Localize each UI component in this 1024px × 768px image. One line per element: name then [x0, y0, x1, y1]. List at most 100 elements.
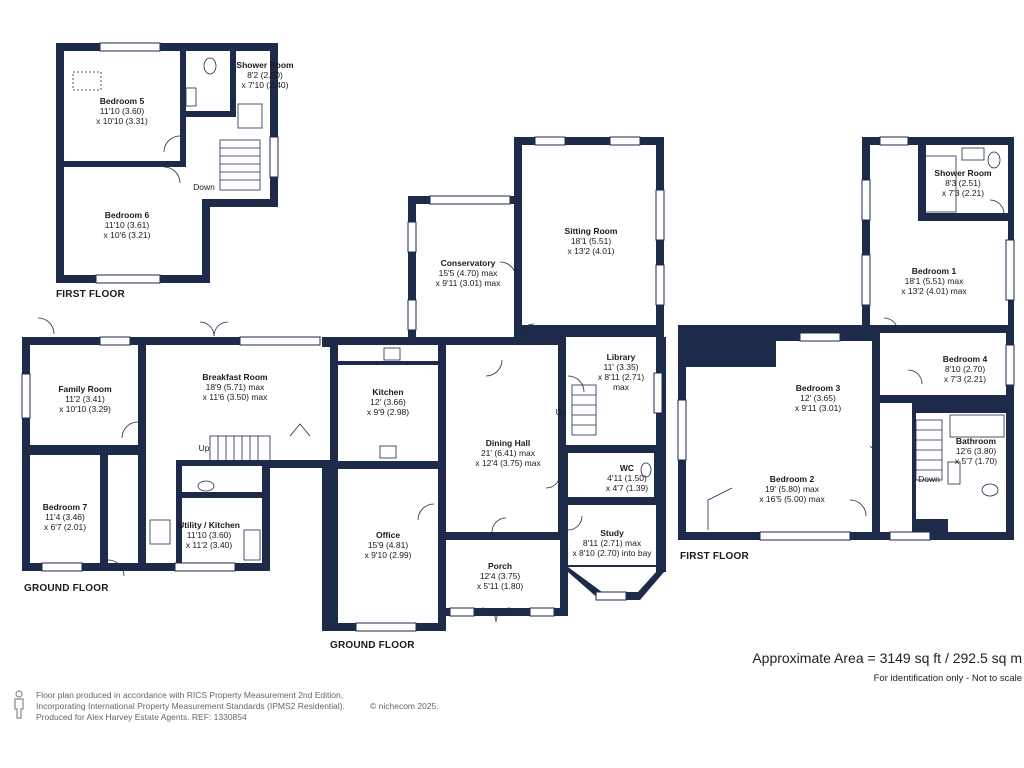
room-name: Bedroom 2 [769, 474, 815, 484]
room-label-library: Library 11' (3.35) x 8'11 (2.71) max [588, 352, 654, 392]
room-label-shower-room-right: Shower Room 8'3 (2.51) x 7'3 (2.21) [926, 168, 1000, 198]
room-name: Shower Room [934, 168, 992, 178]
ground-floor-center-plan [322, 136, 666, 632]
footer-line-2: Incorporating International Property Mea… [36, 701, 345, 711]
room-name: Bedroom 7 [42, 502, 88, 512]
room-name: WC [619, 463, 635, 473]
floor-label-ground-floor-center: GROUND FLOOR [330, 640, 415, 651]
room-label-bedroom6: Bedroom 6 11'10 (3.61) x 10'6 (3.21) [82, 210, 172, 240]
room-label-kitchen: Kitchen 12' (3.66) x 9'9 (2.98) [350, 387, 426, 417]
room-dim-1: 4'11 (1.50) [607, 473, 647, 483]
room-dim-2: x 7'10 (2.40) [241, 80, 289, 90]
stair-text: Down [918, 474, 940, 484]
room-dim-2: x 13'2 (4.01) max [901, 286, 967, 296]
stair-label-down-left: Down [190, 182, 218, 192]
room-name: Porch [487, 561, 513, 571]
room-dim-2: x 7'3 (2.21) [943, 374, 987, 384]
room-label-breakfast-room: Breakfast Room 18'9 (5.71) max x 11'6 (3… [180, 372, 290, 402]
room-name: Bedroom 3 [795, 383, 841, 393]
room-dim-2: x 6'7 (2.01) [43, 522, 87, 532]
room-name: Office [375, 530, 401, 540]
room-label-bedroom7: Bedroom 7 11'4 (3.46) x 6'7 (2.01) [30, 502, 100, 532]
room-label-utility-kitchen: Utility / Kitchen 11'10 (3.60) x 11'2 (3… [166, 520, 252, 550]
room-dim-1: 12'6 (3.80) [955, 446, 997, 456]
room-name: Breakfast Room [202, 372, 268, 382]
floor-label-first-floor-right: FIRST FLOOR [680, 551, 749, 562]
room-dim-1: 18'1 (5.51) [570, 236, 612, 246]
room-dim-1: 15'9 (4.81) [367, 540, 409, 550]
room-dim-1: 11' (3.35) [603, 362, 639, 372]
room-dim-2: x 9'11 (3.01) max [435, 278, 501, 288]
room-dim-1: 8'3 (2.51) [945, 178, 981, 188]
scale-note: For identification only - Not to scale [873, 673, 1022, 684]
room-name: Bedroom 4 [942, 354, 988, 364]
room-label-family-room: Family Room 11'2 (3.41) x 10'10 (3.29) [40, 384, 130, 414]
room-label-porch: Porch 12'4 (3.75) x 5'11 (1.80) [460, 561, 540, 591]
room-dim-2: x 13'2 (4.01) [567, 246, 615, 256]
room-name: Family Room [58, 384, 112, 394]
room-dim-2: x 9'11 (3.01) [794, 403, 842, 413]
room-label-sitting-room: Sitting Room 18'1 (5.51) x 13'2 (4.01) [548, 226, 634, 256]
room-dim-1: 11'10 (3.61) [104, 220, 150, 230]
room-dim-2: x 5'11 (1.80) [476, 581, 524, 591]
room-dim-1: 11'2 (3.41) [65, 394, 105, 404]
room-name: Library [606, 352, 636, 362]
room-dim-2: x 10'6 (3.21) [103, 230, 151, 240]
room-name: Bedroom 6 [104, 210, 150, 220]
stair-text: Down [193, 182, 215, 192]
room-label-study: Study 8'11 (2.71) max x 8'10 (2.70) into… [566, 528, 658, 558]
footer-line-1: Floor plan produced in accordance with R… [36, 690, 344, 700]
room-dim-2: x 10'10 (3.31) [96, 116, 148, 126]
stair-text: Up [555, 407, 567, 417]
room-name: Study [600, 528, 624, 538]
room-label-dining-hall: Dining Hall 21' (6.41) max x 12'4 (3.75)… [458, 438, 558, 468]
room-dim-2: x 16'5 (5.00) max [759, 494, 825, 504]
room-label-bedroom3: Bedroom 3 12' (3.65) x 9'11 (3.01) [780, 383, 856, 413]
room-dim-2: x 7'3 (2.21) [941, 188, 985, 198]
room-dim-2: x 8'11 (2.71) [597, 372, 645, 382]
room-dim-2: x 11'2 (3.40) [185, 540, 233, 550]
room-dim-2: x 8'10 (2.70) into bay [572, 548, 652, 558]
room-label-bedroom5: Bedroom 5 11'10 (3.60) x 10'10 (3.31) [80, 96, 164, 126]
room-dim-1: 8'2 (2.50) [247, 70, 283, 80]
room-dim-1: 11'4 (3.46) [45, 512, 85, 522]
room-dim-1: 15'5 (4.70) max [438, 268, 498, 278]
floor-label-ground-floor-left: GROUND FLOOR [24, 583, 109, 594]
room-dim-1: 12' (3.65) [800, 393, 836, 403]
room-label-wc: WC 4'11 (1.50) x 4'7 (1.39) [596, 463, 658, 493]
room-name: Bathroom [955, 436, 997, 446]
stair-text: Up [198, 443, 210, 453]
room-dim-2: x 9'9 (2.98) [366, 407, 410, 417]
room-label-office: Office 15'9 (4.81) x 9'10 (2.99) [350, 530, 426, 560]
room-dim-2: x 11'6 (3.50) max [202, 392, 268, 402]
room-name: Bedroom 5 [99, 96, 145, 106]
room-label-shower-room-left: Shower Room 8'2 (2.50) x 7'10 (2.40) [226, 60, 304, 90]
room-dim-2: x 4'7 (1.39) [605, 483, 649, 493]
ground-floor-left-plan [21, 317, 336, 577]
stair-label-up-left: Up [196, 443, 212, 453]
room-label-bedroom1: Bedroom 1 18'1 (5.51) max x 13'2 (4.01) … [886, 266, 982, 296]
room-dim-1: 8'11 (2.71) max [582, 538, 642, 548]
room-dim-1: 19' (5.80) max [764, 484, 820, 494]
room-label-bathroom: Bathroom 12'6 (3.80) x 5'7 (1.70) [944, 436, 1008, 466]
room-dim-1: 18'1 (5.51) max [904, 276, 964, 286]
room-dim-3: max [612, 382, 630, 392]
person-scale-icon [14, 690, 24, 719]
room-dim-1: 12' (3.66) [370, 397, 406, 407]
room-dim-2: x 5'7 (1.70) [954, 456, 998, 466]
room-dim-1: 11'10 (3.60) [186, 530, 232, 540]
room-name: Dining Hall [485, 438, 531, 448]
footer-notes: Floor plan produced in accordance with R… [36, 690, 345, 723]
room-dim-1: 12'4 (3.75) [479, 571, 521, 581]
stair-label-up-center: Up [554, 407, 568, 417]
room-dim-2: x 9'10 (2.99) [364, 550, 412, 560]
room-name: Shower Room [236, 60, 294, 70]
stair-label-down-right: Down [916, 474, 942, 484]
room-dim-1: 21' (6.41) max [480, 448, 536, 458]
room-name: Sitting Room [564, 226, 618, 236]
first-floor-left-plan [56, 42, 279, 287]
first-floor-right-plan [677, 136, 1015, 541]
room-dim-1: 18'9 (5.71) max [205, 382, 265, 392]
room-name: Kitchen [372, 387, 404, 397]
